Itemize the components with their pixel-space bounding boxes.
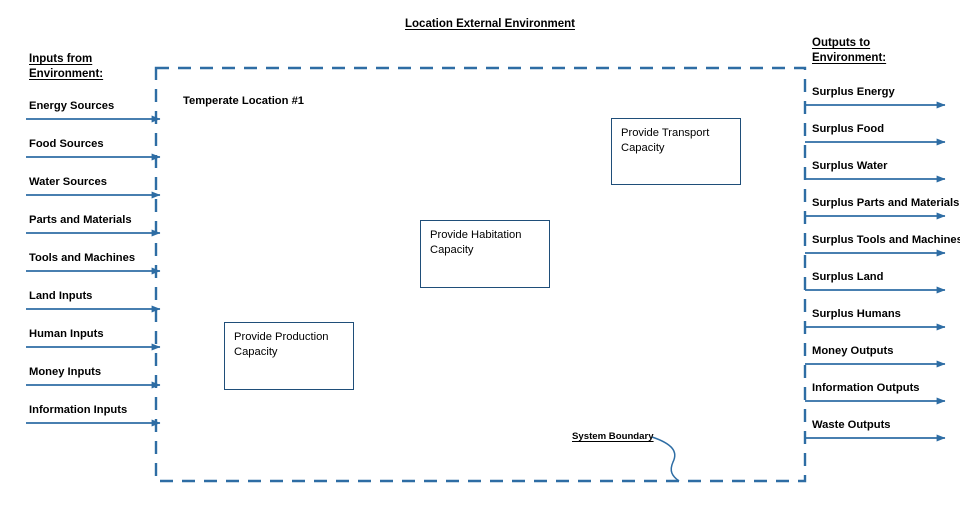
output-label-surplus-land: Surplus Land: [812, 271, 884, 283]
input-label-tools-and-machines: Tools and Machines: [29, 252, 136, 264]
output-label-surplus-food: Surplus Food: [812, 123, 885, 135]
output-label-surplus-water: Surplus Water: [812, 160, 888, 172]
page-title: Location External Environment: [405, 18, 575, 30]
inputs-header: Inputs from Environment:: [29, 52, 103, 82]
inputs-header-line2: Environment:: [29, 68, 104, 81]
system-boundary-label: System Boundary: [572, 431, 654, 442]
process-habitation-line1: Provide Habitation: [430, 229, 522, 241]
input-label-money-inputs: Money Inputs: [29, 366, 102, 378]
output-label-surplus-tools-and-machines: Surplus Tools and Machines: [812, 234, 960, 246]
input-label-land-inputs: Land Inputs: [29, 290, 93, 302]
output-arrows: [805, 101, 946, 442]
system-boundary-leader-line: [651, 436, 680, 482]
inputs-header-line1: Inputs from: [29, 53, 93, 65]
output-label-information-outputs: Information Outputs: [812, 382, 920, 394]
process-production-line1: Provide Production: [234, 331, 329, 343]
system-boundary-rect: [154, 66, 807, 483]
output-label-surplus-energy: Surplus Energy: [812, 86, 895, 98]
output-label-waste-outputs: Waste Outputs: [812, 419, 891, 431]
process-habitation-line2: Capacity: [430, 244, 474, 257]
input-label-parts-and-materials: Parts and Materials: [29, 214, 132, 226]
input-label-food-sources: Food Sources: [29, 138, 104, 150]
output-label-money-outputs: Money Outputs: [812, 345, 894, 357]
input-label-information-inputs: Information Inputs: [29, 404, 128, 416]
input-label-human-inputs: Human Inputs: [29, 328, 104, 340]
outputs-header-line2: Environment:: [812, 52, 887, 65]
location-label: Temperate Location #1: [183, 95, 305, 107]
output-label-surplus-parts-and-materials: Surplus Parts and Materials: [812, 197, 960, 209]
process-transport-line2: Capacity: [621, 142, 665, 155]
input-label-energy-sources: Energy Sources: [29, 100, 115, 112]
input-arrows: [26, 115, 161, 427]
process-transport-line1: Provide Transport: [621, 127, 710, 139]
outputs-header-line1: Outputs to: [812, 37, 871, 49]
output-label-surplus-humans: Surplus Humans: [812, 308, 901, 320]
process-production-line2: Capacity: [234, 346, 278, 359]
outputs-header: Outputs to Environment:: [812, 36, 886, 66]
input-label-water-sources: Water Sources: [29, 176, 107, 188]
